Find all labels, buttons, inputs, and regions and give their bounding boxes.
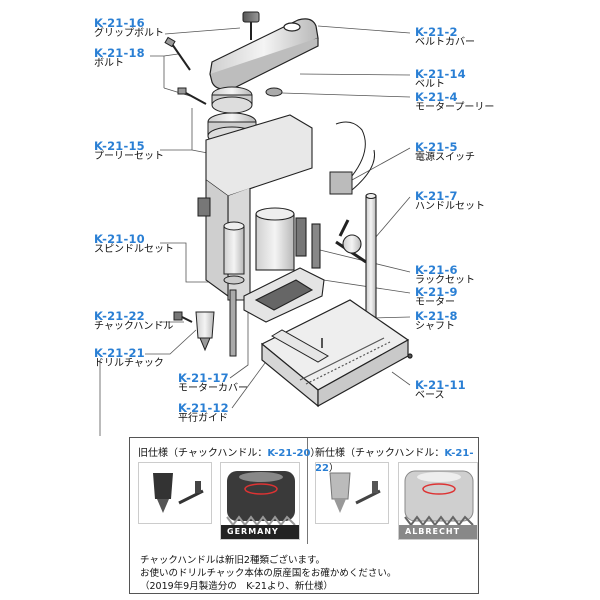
old-spec-title: 旧仕様（チャックハンドル：K-21-20） [138, 448, 321, 459]
note-line: チャックハンドルは新旧2種類ございます。 [140, 555, 326, 566]
shaft-part [365, 192, 377, 333]
leader-belt-cover [317, 25, 411, 34]
leader-motor-pulley [281, 92, 411, 98]
chuck-part [173, 311, 215, 352]
new-chuck-closeup-photo: ALBRECHT [398, 462, 478, 540]
base-part [260, 299, 413, 408]
grip-bolt-part [242, 11, 260, 40]
motor-cover-part [243, 267, 325, 323]
leader-grip-bolt [164, 27, 241, 35]
new-chuck-photo [315, 462, 389, 524]
leader-motor-cover [229, 306, 249, 379]
motor-part [255, 207, 307, 271]
leader-drill-chuck [145, 329, 197, 355]
rack-handle-parts [311, 219, 367, 269]
new-spec-title: 新仕様（チャックハンドル：K-21-22） [315, 448, 474, 474]
bolt-parts [164, 36, 207, 105]
leader-shaft [371, 316, 411, 319]
new-origin-stamp: ALBRECHT [405, 527, 461, 536]
spec-comparison-panel: 旧仕様（チャックハンドル：K-21-20） 新仕様（チャックハンドル：K-21-… [129, 437, 479, 594]
note-line: （2019年9月製造分の K-21より、新仕様） [140, 581, 333, 592]
switch-part [329, 121, 376, 195]
spec-notes: チャックハンドルは新旧2種類ございます。 お使いのドリルチャック本体の原産国をお… [140, 554, 396, 593]
belt-cover-part [209, 18, 319, 90]
panel-divider [307, 438, 308, 544]
old-origin-stamp: GERMANY [227, 527, 279, 536]
leader-motor [309, 277, 411, 294]
old-chuck-closeup-photo: GERMANY [220, 462, 300, 540]
leader-belt [299, 73, 411, 76]
old-chuck-photo [138, 462, 212, 524]
leader-handle-set [374, 196, 411, 239]
leader-power-switch [351, 147, 411, 181]
exploded-diagram [99, 11, 413, 436]
note-line: お使いのドリルチャック本体の原産国をお確かめください。 [140, 568, 397, 579]
leader-bolt [150, 53, 191, 97]
spindle-part [197, 197, 245, 357]
parallel-guide-part [271, 329, 329, 363]
leader-base [391, 371, 411, 386]
